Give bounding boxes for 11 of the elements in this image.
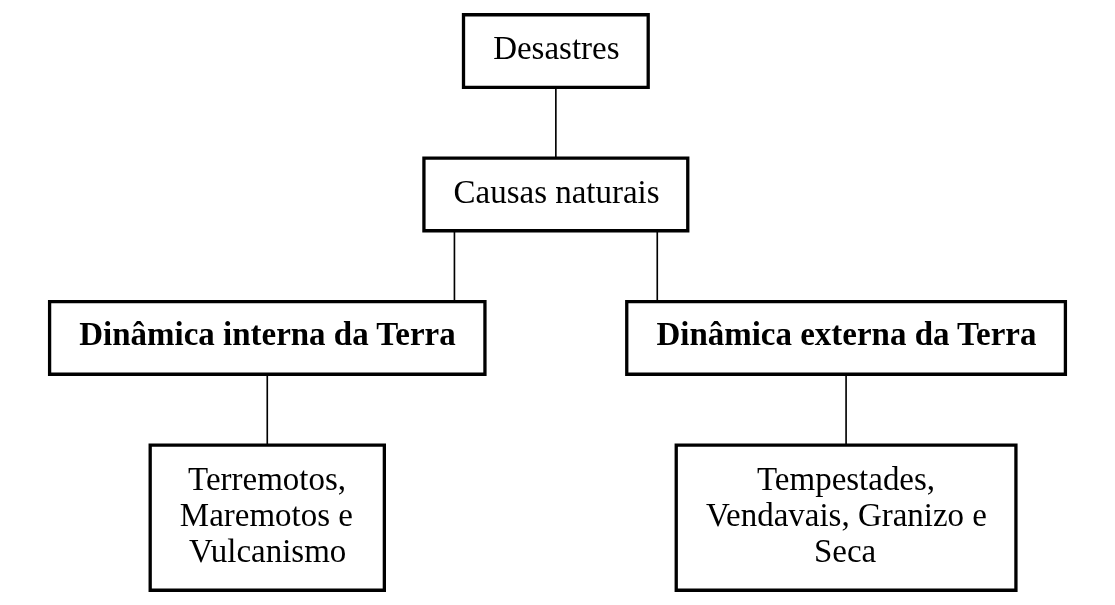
connector: [656, 230, 659, 303]
node-box: Causas naturais: [422, 156, 690, 233]
connector: [555, 87, 557, 159]
node-box: Desastres: [461, 13, 650, 89]
node-box: Tempestades, Vendavais, Granizo e Seca: [674, 443, 1018, 592]
connector: [453, 230, 456, 303]
node-box: Dinâmica interna da Terra: [47, 300, 487, 376]
connector: [266, 373, 269, 446]
node-box: Dinâmica externa da Terra: [625, 300, 1068, 376]
connector: [845, 373, 847, 446]
node-box: Terremotos, Maremotos e Vulcanismo: [148, 443, 386, 592]
